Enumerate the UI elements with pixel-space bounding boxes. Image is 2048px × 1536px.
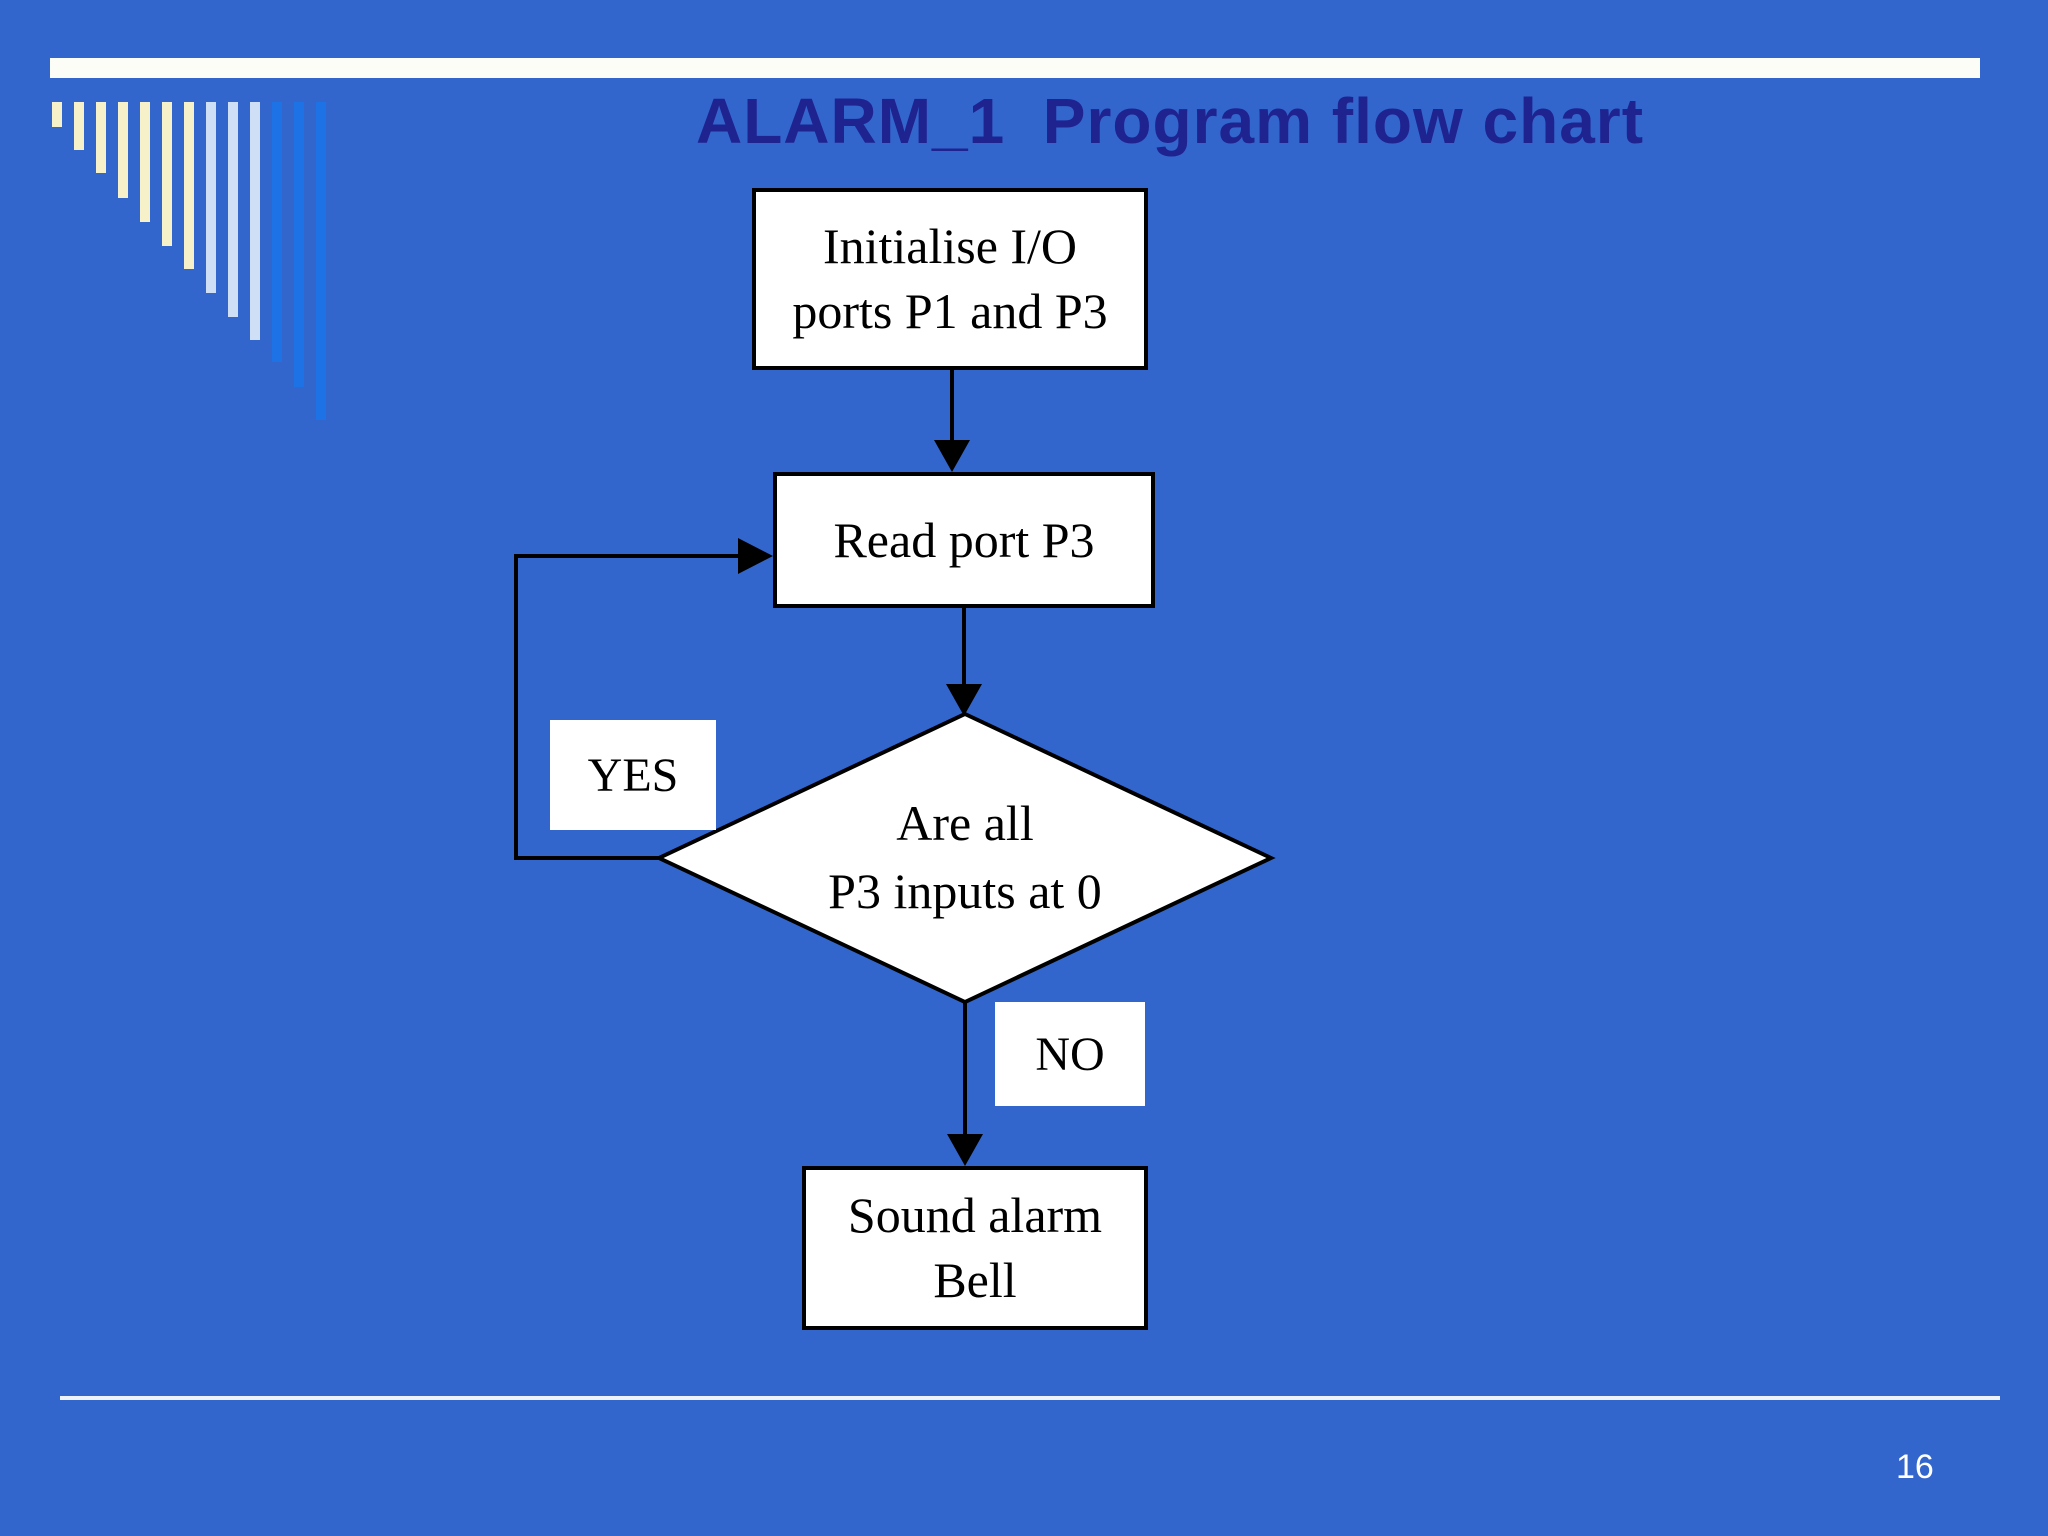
top-divider-bar [50, 58, 1980, 78]
decorative-bar-4 [118, 102, 128, 198]
decorative-bar-13 [316, 102, 326, 420]
flow-node-read-port-line1: Read port P3 [833, 511, 1095, 568]
decorative-bar-9 [228, 102, 238, 317]
flow-node-initialise-line1: Initialise I/O [822, 218, 1078, 274]
decorative-bar-8 [206, 102, 216, 293]
decorative-bar-11 [272, 102, 282, 362]
decorative-bar-7 [184, 102, 194, 269]
branch-label-yes: YES [550, 720, 716, 830]
decision-line2: P3 inputs at 0 [828, 862, 1102, 919]
branch-label-no: NO [995, 1002, 1145, 1106]
decision-line1: Are all [896, 795, 1034, 851]
decorative-bar-12 [294, 102, 304, 387]
page-title: ALARM_1 Program flow chart [695, 85, 1645, 157]
flow-node-sound-alarm: Sound alarm Bell [802, 1166, 1148, 1330]
decorative-bars [52, 102, 338, 442]
arrow-read-to-decision [946, 607, 982, 716]
decorative-bar-5 [140, 102, 150, 222]
flow-node-sound-alarm-line2: Bell [933, 1252, 1017, 1308]
decision-diamond-text: Are all P3 inputs at 0 [765, 790, 1165, 925]
arrow-init-to-read [934, 370, 970, 472]
decorative-bar-3 [96, 102, 106, 173]
flow-node-read-port: Read port P3 [773, 472, 1155, 608]
decorative-bar-1 [52, 102, 62, 127]
decorative-bar-6 [162, 102, 172, 246]
bottom-divider-line [60, 1396, 2000, 1400]
flow-node-sound-alarm-line1: Sound alarm [847, 1187, 1103, 1243]
flow-node-initialise-line2: ports P1 and P3 [792, 283, 1108, 339]
decorative-bar-10 [250, 102, 260, 340]
decorative-bar-2 [74, 102, 84, 150]
flow-node-initialise: Initialise I/O ports P1 and P3 [752, 188, 1148, 370]
arrow-decision-to-alarm [947, 1002, 983, 1166]
page-number: 16 [1896, 1448, 1934, 1486]
